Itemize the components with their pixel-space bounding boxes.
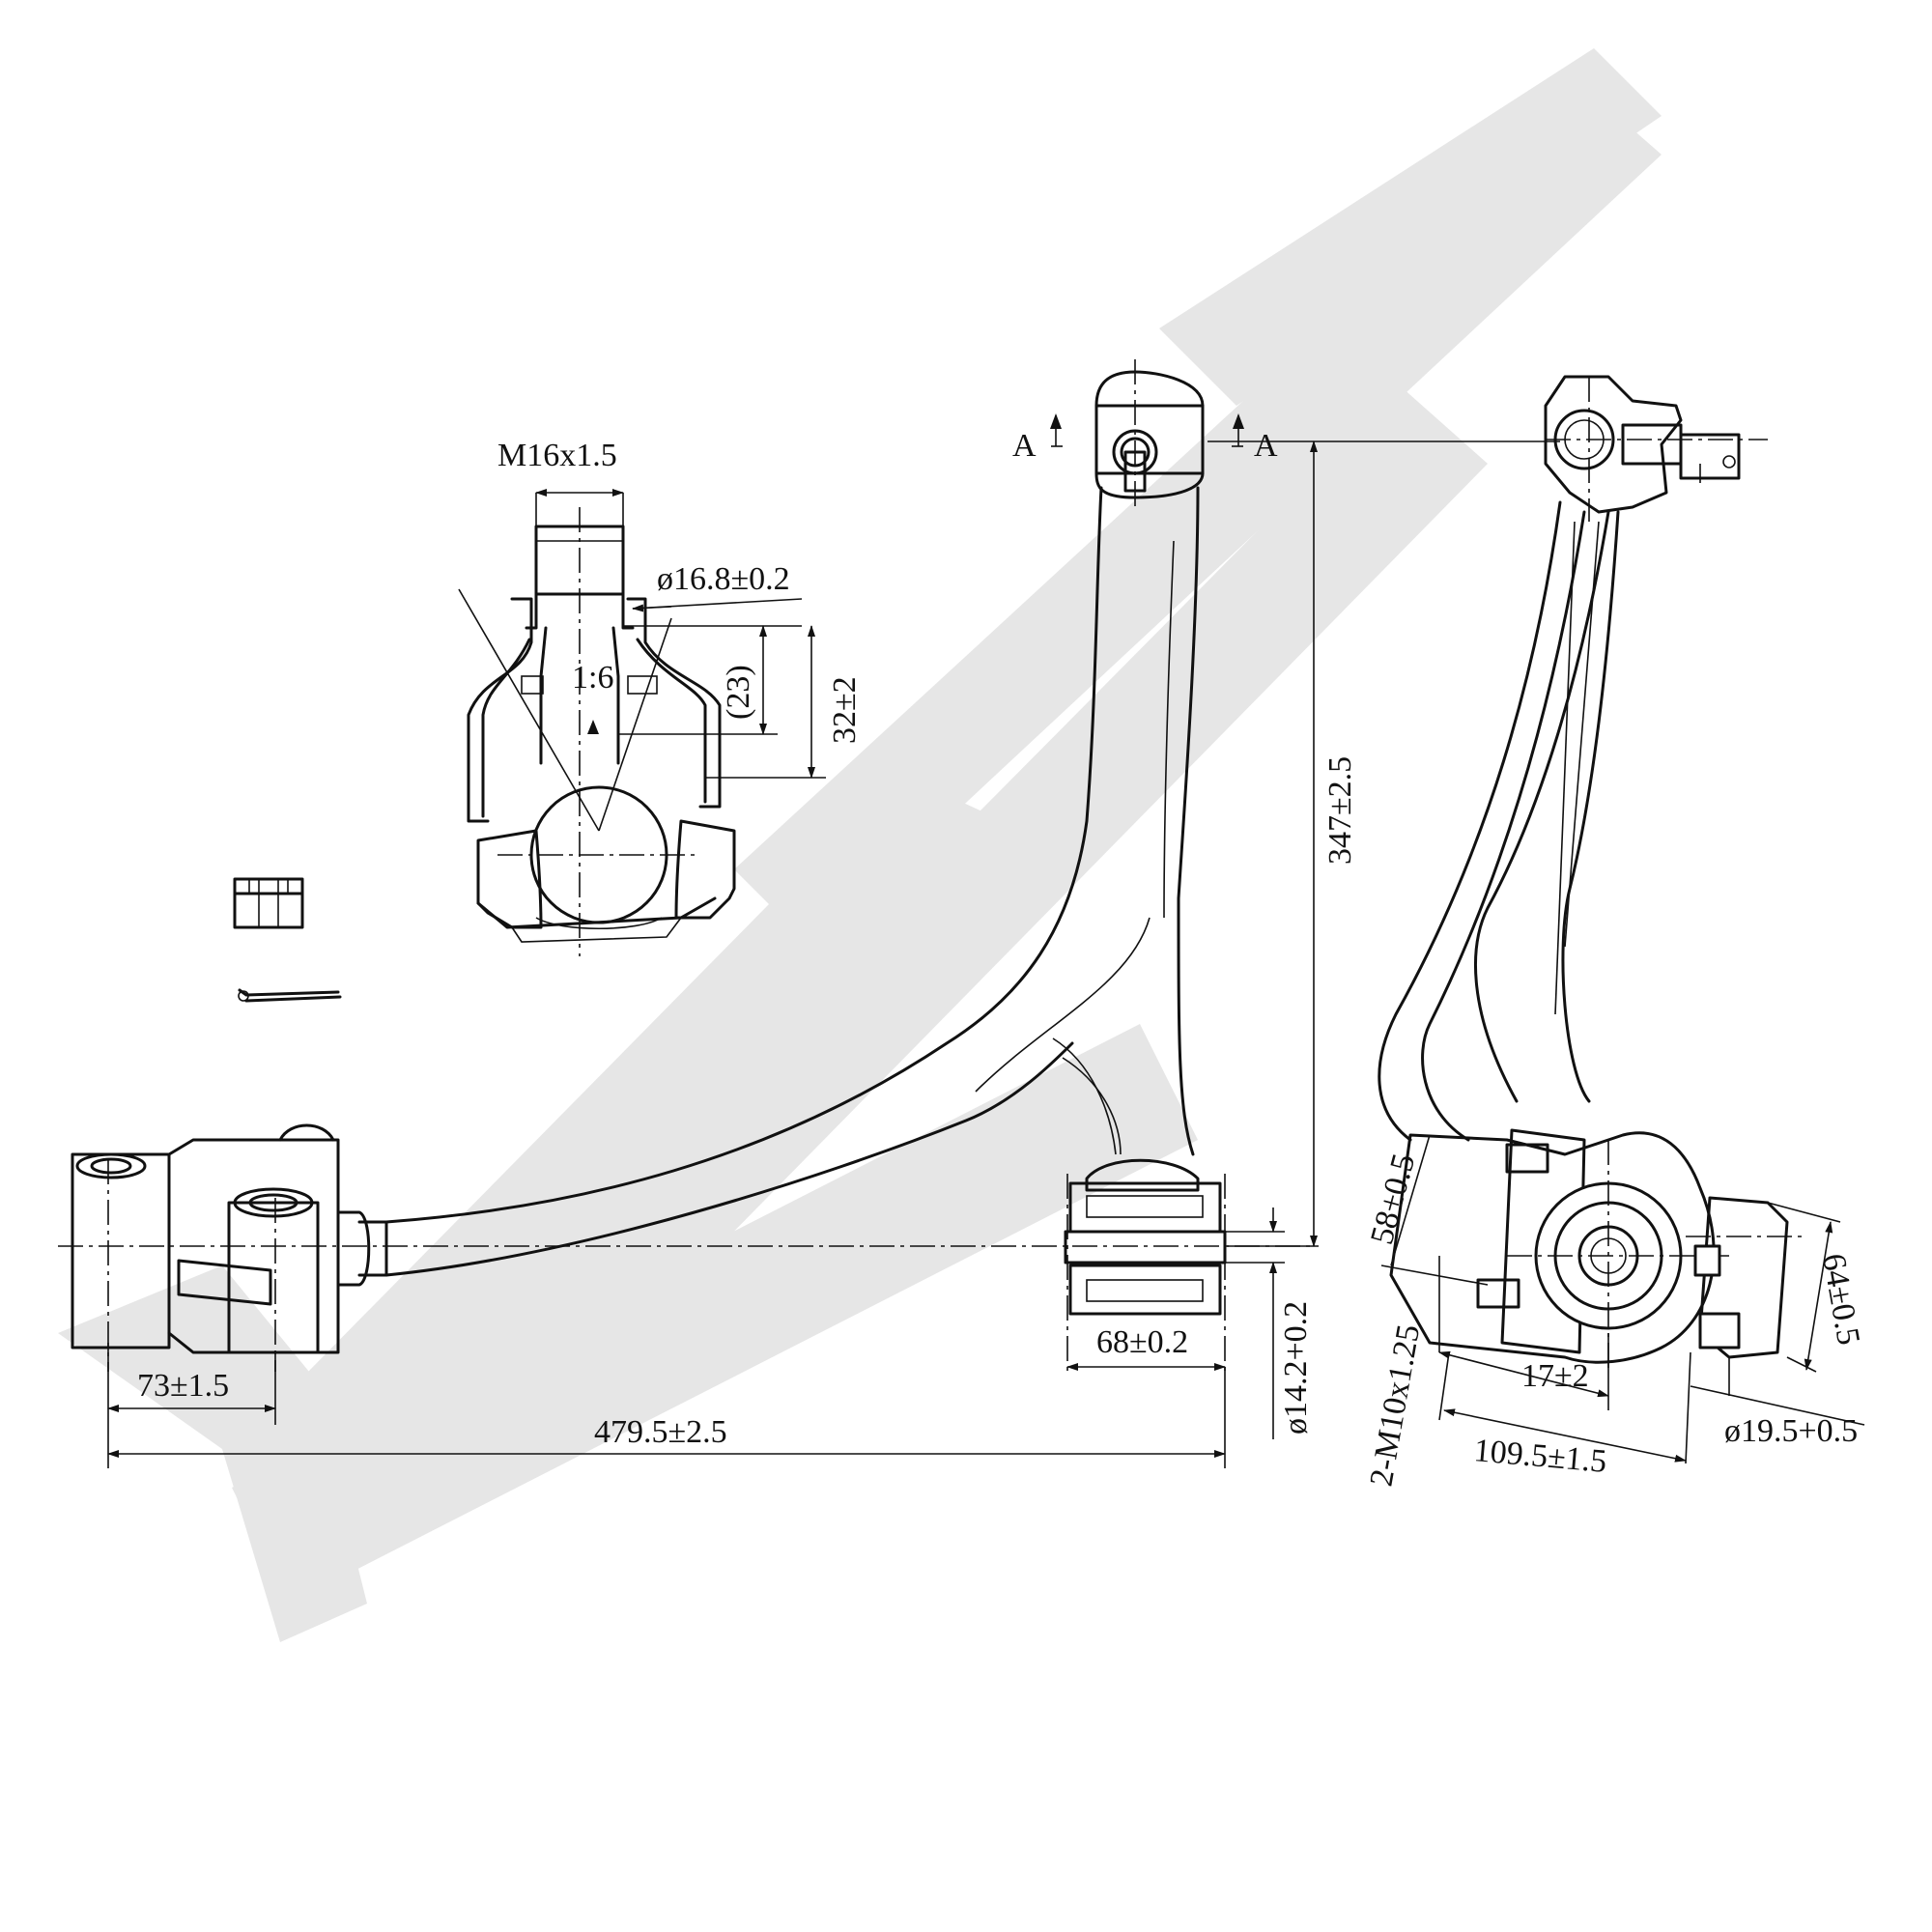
dim-thread-stud: M16x1.5	[497, 438, 617, 473]
castle-nut-icon	[233, 877, 304, 929]
dimensions-main: 73±1.5 479.5±2.5 68±0.2 ø14.2+0.2 347±2.…	[107, 440, 1560, 1468]
dim-bracket-58: 58±0.5	[1364, 1151, 1422, 1249]
dim-bracket-64: 64±0.5	[1815, 1251, 1866, 1348]
section-mark-left: A	[1012, 428, 1037, 464]
dim-bushing-width: 68±0.2	[1096, 1324, 1188, 1360]
dim-bracket-bore: ø19.5+0.5	[1724, 1413, 1858, 1449]
cotter-pin-icon	[238, 988, 342, 1003]
dim-overall-length: 479.5±2.5	[594, 1414, 727, 1450]
dim-ref-height: (23)	[721, 665, 756, 720]
section-mark-right: A	[1254, 428, 1278, 464]
dim-bracket-17: 17±2	[1521, 1358, 1589, 1394]
dim-arm-height: 347±2.5	[1322, 756, 1358, 865]
dim-taper-ratio: 1:6	[572, 660, 613, 696]
dim-pivot-offset: 73±1.5	[137, 1368, 229, 1404]
watermark	[58, 48, 1662, 1642]
dim-bushing-bore: ø14.2+0.2	[1278, 1301, 1314, 1435]
dim-stud-diameter: ø16.8±0.2	[657, 561, 790, 597]
control-arm-side-view	[1378, 375, 1806, 1372]
ball-joint-section: M16x1.5 ø16.8±0.2 1:6 (23) 32±2	[458, 438, 863, 956]
dim-bracket-thread: 2-M10x1.25	[1363, 1321, 1427, 1489]
control-arm-main-view: A A	[58, 359, 1314, 1372]
dim-stud-height: 32±2	[827, 676, 863, 744]
